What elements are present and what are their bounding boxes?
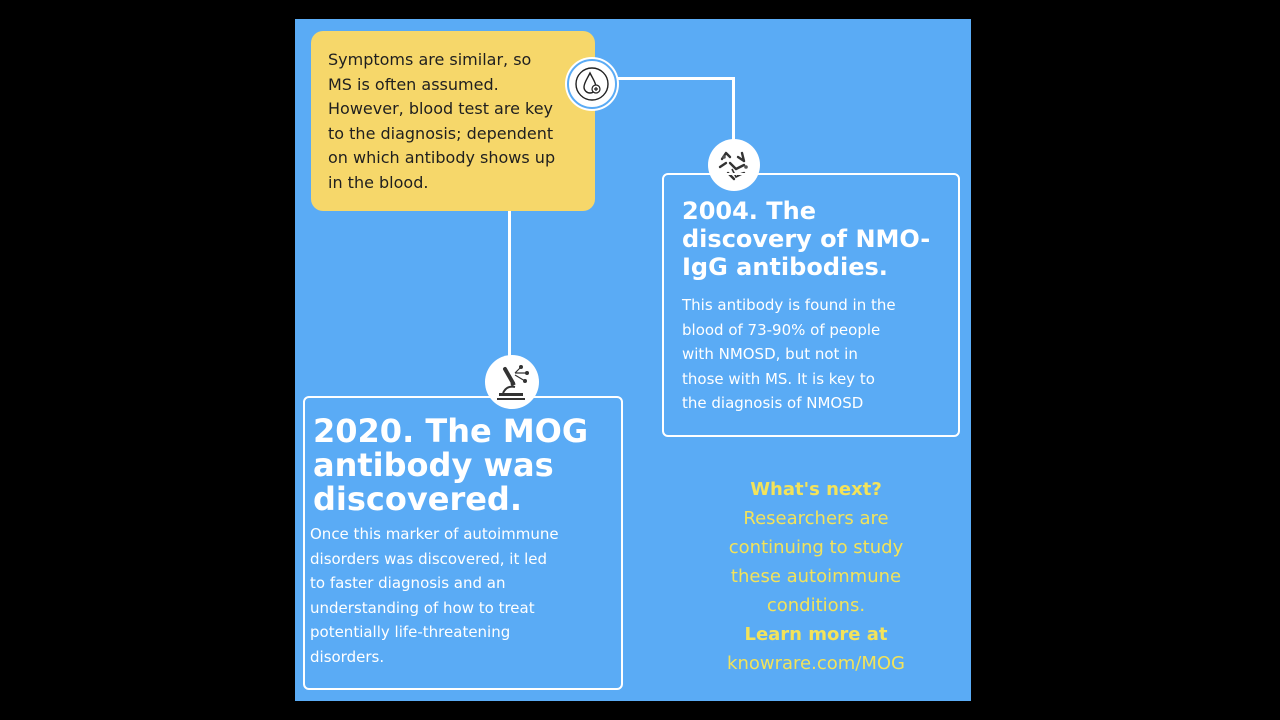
whats-next-heading: What's next? [750, 479, 882, 500]
nmo-igg-discovery-card: 2004. The discovery of NMO- IgG antibodi… [662, 173, 960, 437]
mog-card-title: 2020. The MOG antibody was discovered. [313, 412, 589, 518]
connector-note-to-2004-horizontal [617, 77, 735, 80]
infographic-panel: Symptoms are similar, so MS is often ass… [295, 19, 971, 701]
connector-note-to-2020-vertical [508, 211, 511, 357]
learn-more-link[interactable]: knowrare.com/MOG [727, 653, 905, 674]
whats-next-section: What's next? Researchers are continuing … [673, 475, 959, 678]
blood-drop-icon [567, 59, 617, 109]
mog-antibody-discovery-card: 2020. The MOG antibody was discovered. O… [303, 396, 623, 690]
connector-note-to-2004-vertical [732, 77, 735, 141]
symptoms-note: Symptoms are similar, so MS is often ass… [311, 31, 595, 211]
mog-card-body: Once this marker of autoimmune disorders… [310, 525, 559, 666]
microscope-icon [485, 355, 539, 409]
learn-more-label: Learn more at [744, 624, 888, 645]
whats-next-body: Researchers are continuing to study thes… [728, 508, 904, 616]
nmo-igg-card-body: This antibody is found in the blood of 7… [682, 296, 896, 412]
antibody-icon [708, 139, 760, 191]
symptoms-note-text: Symptoms are similar, so MS is often ass… [328, 50, 556, 192]
nmo-igg-card-title: 2004. The discovery of NMO- IgG antibodi… [682, 197, 931, 281]
